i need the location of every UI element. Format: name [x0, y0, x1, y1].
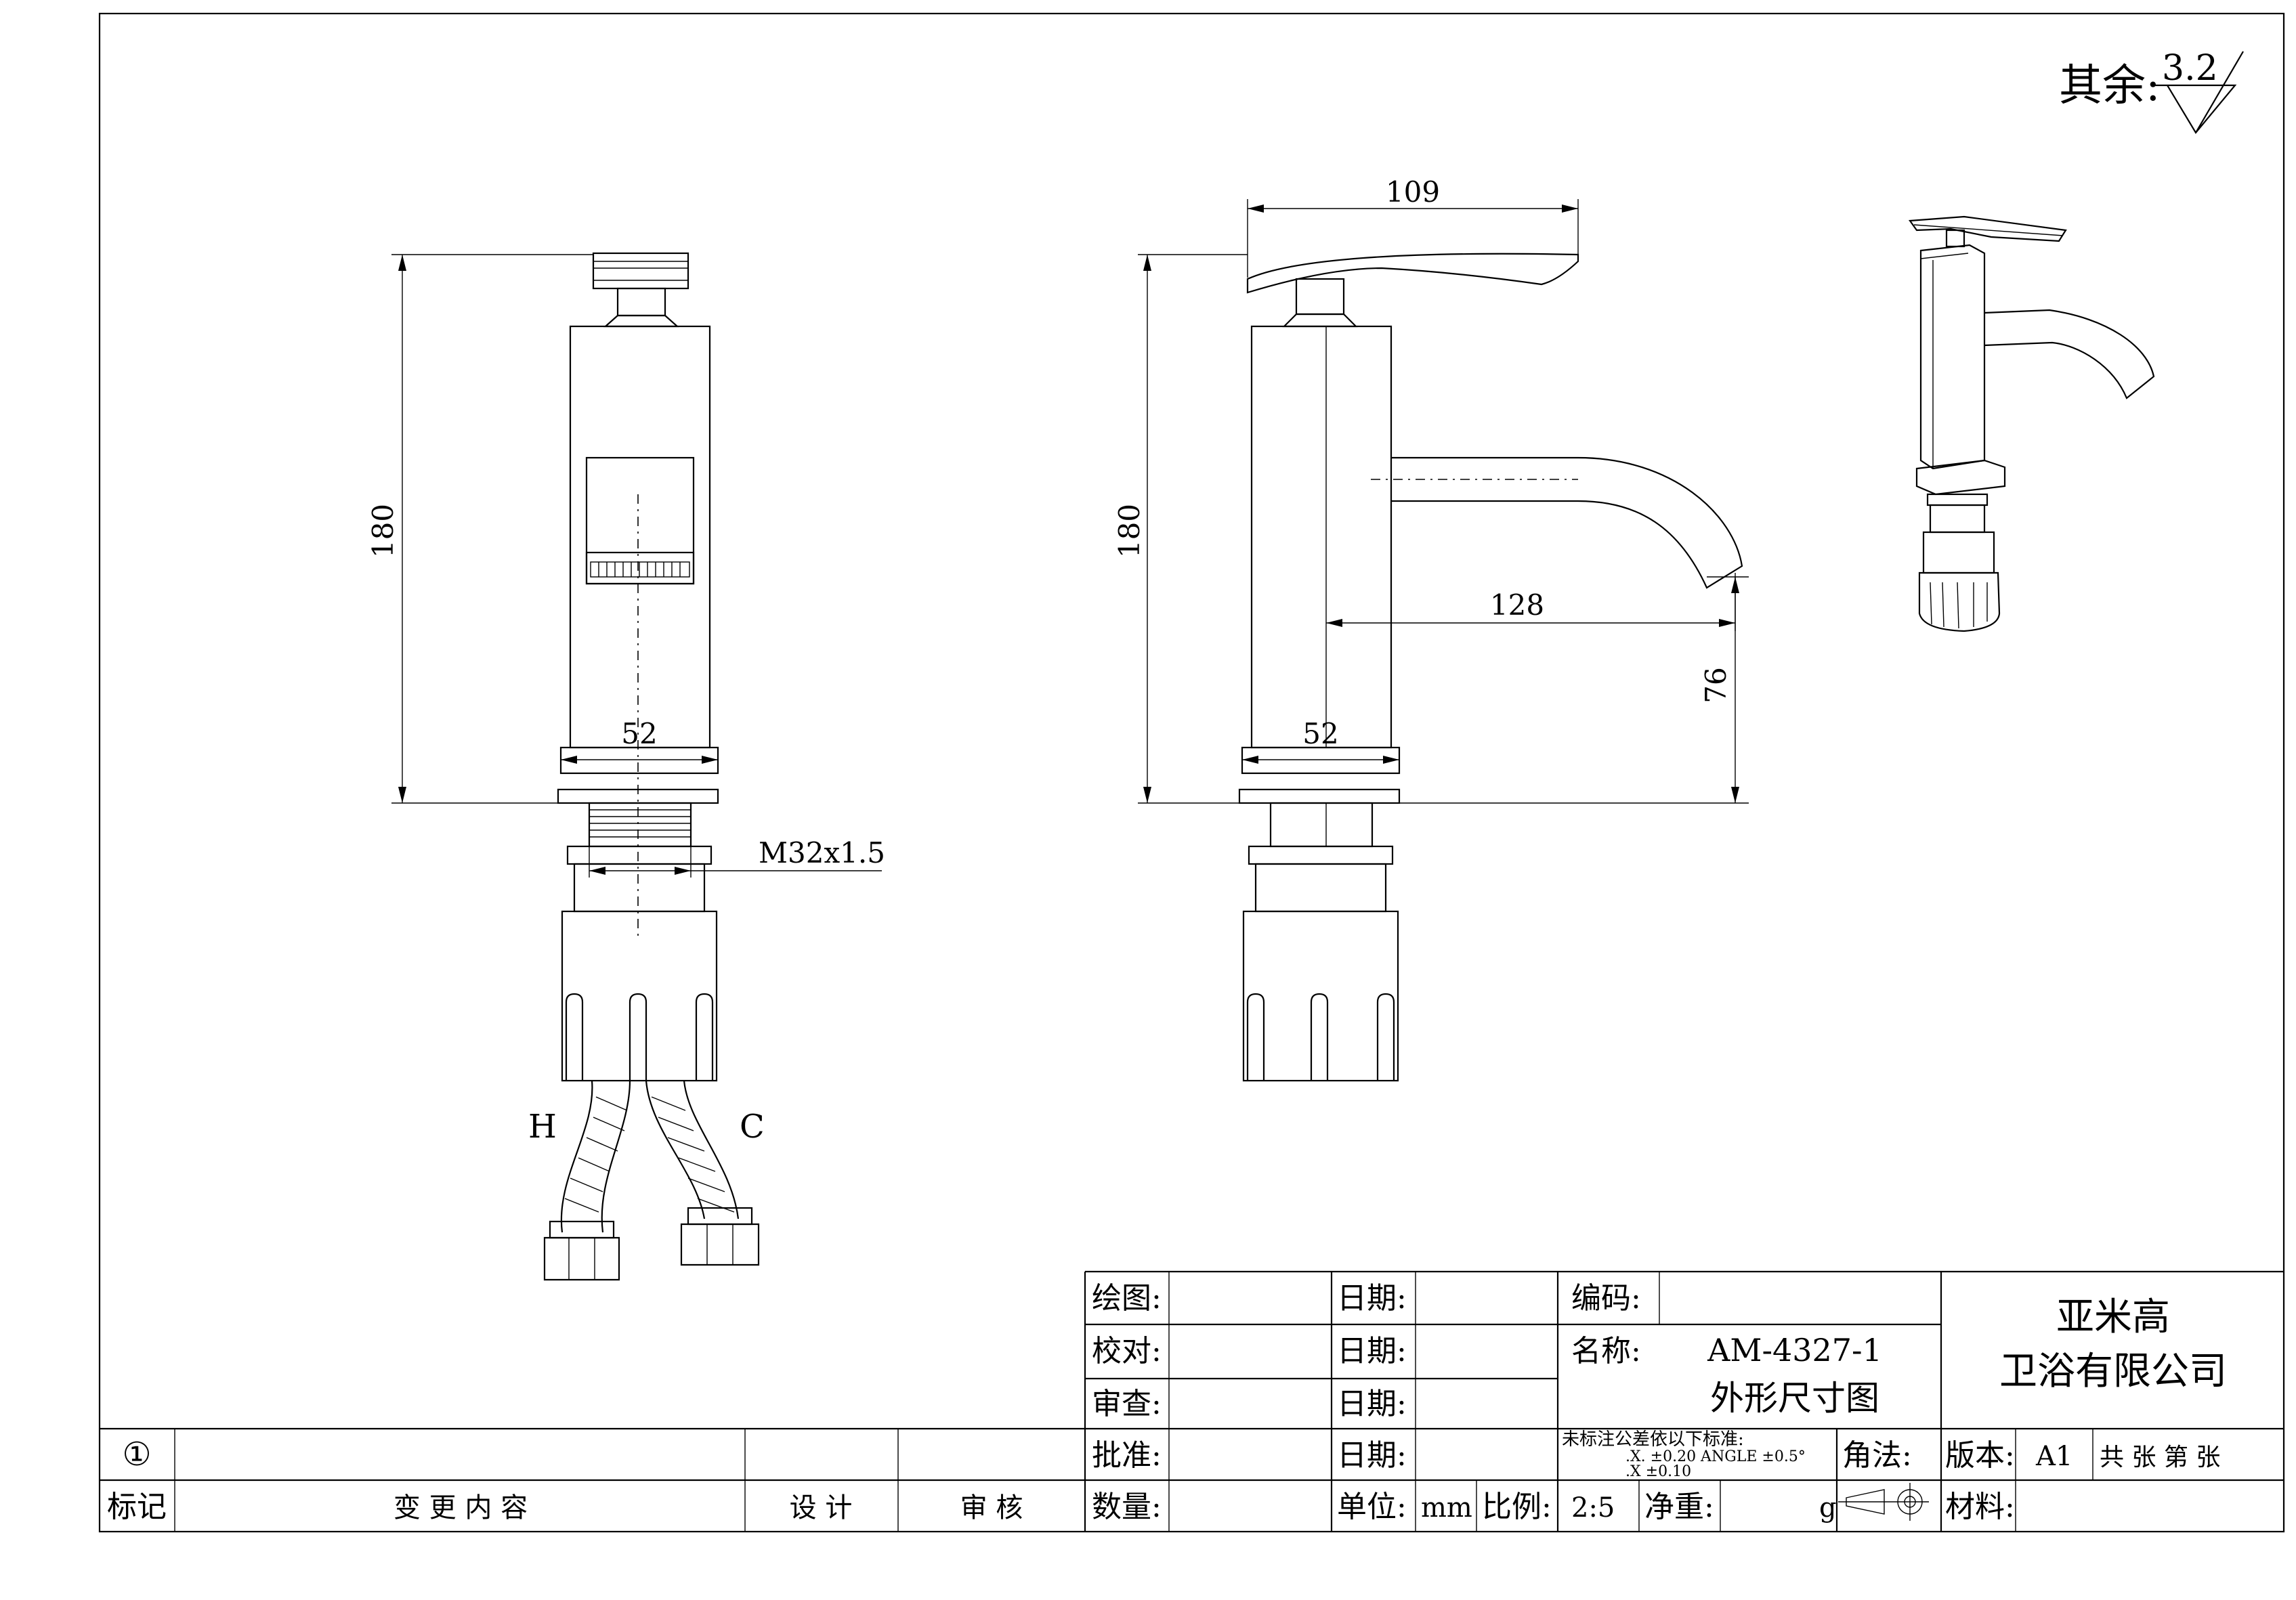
- side-spout-height-dimension: 76: [1399, 576, 1749, 804]
- side-width-value: 52: [1302, 717, 1338, 750]
- approved-label: 批准:: [1092, 1438, 1162, 1473]
- drawn-label: 绘图:: [1092, 1281, 1162, 1316]
- front-handle-stem: [616, 287, 666, 317]
- scale-label: 比例:: [1482, 1490, 1552, 1524]
- hot-label: H: [528, 1108, 557, 1146]
- date-label-4: 日期:: [1337, 1438, 1407, 1473]
- weight-unit: g: [1819, 1492, 1837, 1523]
- date-label-1: 日期:: [1337, 1281, 1407, 1316]
- title-block: 绘图: 校对: 审查: 批准: 数量: 日期: 日期: 日期: 日期: 单位: …: [100, 1270, 2284, 1532]
- side-handle-value: 109: [1386, 175, 1440, 209]
- front-view: H C 180 52 M32x1.5: [366, 252, 885, 1281]
- change-content-label: 变 更 内 容: [394, 1492, 528, 1523]
- reviewed-label: 审查:: [1092, 1387, 1162, 1421]
- drawing-title: 外形尺寸图: [1710, 1379, 1879, 1418]
- surface-finish-symbol: 其余: 3.2: [2059, 48, 2244, 134]
- front-height-value: 180: [366, 504, 400, 558]
- side-height-value: 180: [1113, 504, 1146, 558]
- projection-label: 角法:: [1842, 1438, 1912, 1473]
- side-handle-lever: [1246, 253, 1579, 294]
- cold-label: C: [740, 1108, 765, 1146]
- thread-dimension: M32x1.5: [589, 836, 885, 878]
- material-label: 材料:: [1945, 1490, 2015, 1524]
- sheet-frame: [98, 12, 2285, 1533]
- revision-number: ①: [122, 1435, 151, 1473]
- side-reach-dimension: 128: [1326, 573, 1736, 631]
- front-base-plate: [559, 746, 719, 775]
- code-label: 编码:: [1571, 1281, 1641, 1316]
- tolerance-title: 未标注公差依以下标准:: [1562, 1429, 1744, 1450]
- isometric-view: [1908, 215, 2155, 632]
- surface-finish-label: 其余:: [2059, 61, 2161, 111]
- side-view: 109 180 128 76: [1113, 175, 1749, 1082]
- front-handle-cap: [592, 252, 689, 290]
- projection-symbol-icon: [1838, 1483, 1929, 1521]
- date-label-2: 日期:: [1337, 1334, 1407, 1368]
- company-name-line-1: 亚米高: [2056, 1295, 2170, 1339]
- front-aerator-window: [585, 456, 695, 585]
- surface-finish-value: 3.2: [2162, 48, 2218, 89]
- side-height-dimension: 180: [1113, 254, 1248, 804]
- name-label: 名称:: [1571, 1334, 1641, 1368]
- side-spout: [1391, 456, 1743, 589]
- side-body: [1250, 325, 1393, 749]
- front-hoses: [543, 1080, 760, 1281]
- side-width-dimension: 52: [1241, 717, 1400, 772]
- side-spout-height-value: 76: [1699, 667, 1732, 703]
- front-mounting-nut: [561, 910, 718, 1082]
- sheet-count: 共 张 第 张: [2100, 1444, 2220, 1471]
- side-handle-dimension: 109: [1247, 175, 1579, 278]
- review-label: 审 核: [960, 1492, 1023, 1523]
- unit-value: mm: [1421, 1492, 1472, 1523]
- front-width-value: 52: [621, 717, 657, 750]
- version-value: A1: [2035, 1441, 2072, 1472]
- mark-label: 标记: [107, 1490, 167, 1524]
- version-label: 版本:: [1945, 1438, 2015, 1473]
- tolerance-line-1: .X. ±0.20 ANGLE ±0.5°: [1625, 1448, 1806, 1465]
- model-number: AM-4327-1: [1707, 1332, 1882, 1368]
- design-label: 设 计: [790, 1492, 853, 1523]
- front-width-dimension: 52: [560, 717, 719, 772]
- tolerance-line-2: .X ±0.10: [1625, 1463, 1691, 1480]
- unit-label: 单位:: [1337, 1490, 1407, 1524]
- checked-label: 校对:: [1092, 1334, 1162, 1368]
- front-body: [569, 325, 711, 749]
- date-label-3: 日期:: [1337, 1387, 1407, 1421]
- side-mounting-nut: [1242, 910, 1399, 1082]
- thread-value: M32x1.5: [759, 836, 885, 869]
- company-name-line-2: 卫浴有限公司: [1999, 1349, 2227, 1393]
- quantity-label: 数量:: [1092, 1490, 1162, 1524]
- scale-value: 2:5: [1571, 1492, 1615, 1523]
- front-height-dimension: 180: [366, 254, 593, 804]
- net-weight-label: 净重:: [1644, 1490, 1714, 1524]
- side-reach-value: 128: [1490, 588, 1544, 622]
